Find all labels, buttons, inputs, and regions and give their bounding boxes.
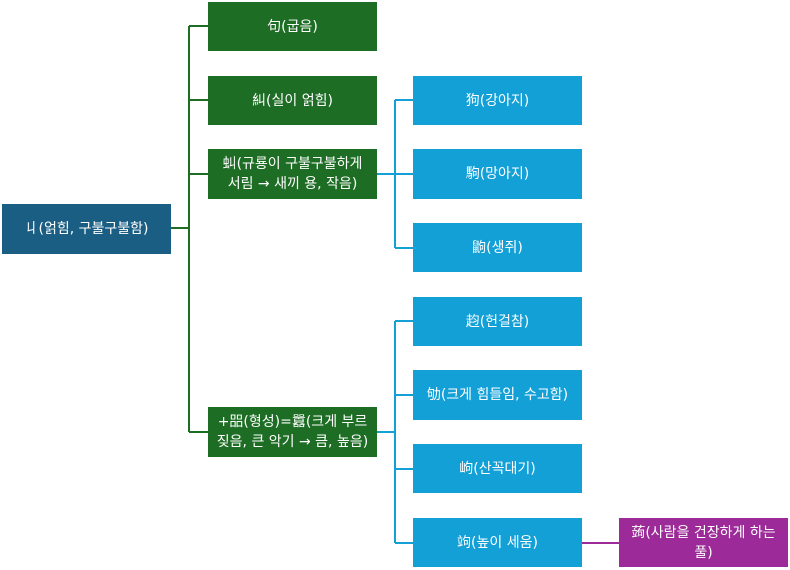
root-node: 丩(얽힘, 구불구불함) [2, 204, 171, 254]
level2-node-label: 岣(산꼭대기) [459, 460, 536, 477]
level1-node-curve: 句(굽음) [208, 2, 377, 51]
level2-node-toil: 劬(크게 힘들임, 수고함) [413, 370, 582, 420]
level2-node-label: 赹(헌걸참) [465, 313, 530, 330]
level2-node-foal: 駒(망아지) [413, 149, 582, 199]
level1-node-small: 虯(규룡이 구불구불하게 서림 → 새끼 용, 작음) [208, 149, 377, 199]
level1-node-label: 糾(실이 얽힘) [252, 92, 333, 109]
level2-node-erect: 竘(높이 세움) [413, 518, 582, 567]
level2-node-valiant: 赹(헌걸참) [413, 297, 582, 346]
level1-node-thread: 糾(실이 얽힘) [208, 76, 377, 125]
root-node-label: 丩(얽힘, 구불구불함) [24, 221, 149, 237]
level1-node-label: 虯(규룡이 구불구불하게 서림 → 새끼 용, 작음) [222, 156, 363, 192]
level1-node-label: 句(굽음) [267, 18, 318, 35]
level2-node-puppy: 狗(강아지) [413, 76, 582, 125]
level2-node-label: 鼩(생쥐) [472, 239, 523, 256]
edge-root-to-level1 [171, 25, 208, 433]
level2-node-summit: 岣(산꼭대기) [413, 444, 582, 493]
level2-node-mouse: 鼩(생쥐) [413, 223, 582, 272]
edge-small-to-children [377, 99, 413, 249]
level2-node-label: 劬(크게 힘들임, 수고함) [426, 387, 569, 403]
level2-node-label: 竘(높이 세움) [457, 534, 538, 551]
level2-node-label: 駒(망아지) [465, 166, 530, 182]
level3-node-label: 蒟(사람을 건장하게 하는 풀) [631, 524, 776, 561]
level2-node-label: 狗(강아지) [465, 92, 530, 109]
level3-node-herb: 蒟(사람을 건장하게 하는 풀) [619, 518, 788, 567]
edge-big-to-children [377, 320, 413, 544]
level1-node-big: +㗊(형성)=囂(크게 부르짖음, 큰 악기 → 큼, 높음) [208, 407, 377, 457]
level1-node-label: +㗊(형성)=囂(크게 부르짖음, 큰 악기 → 큼, 높음) [216, 414, 369, 450]
